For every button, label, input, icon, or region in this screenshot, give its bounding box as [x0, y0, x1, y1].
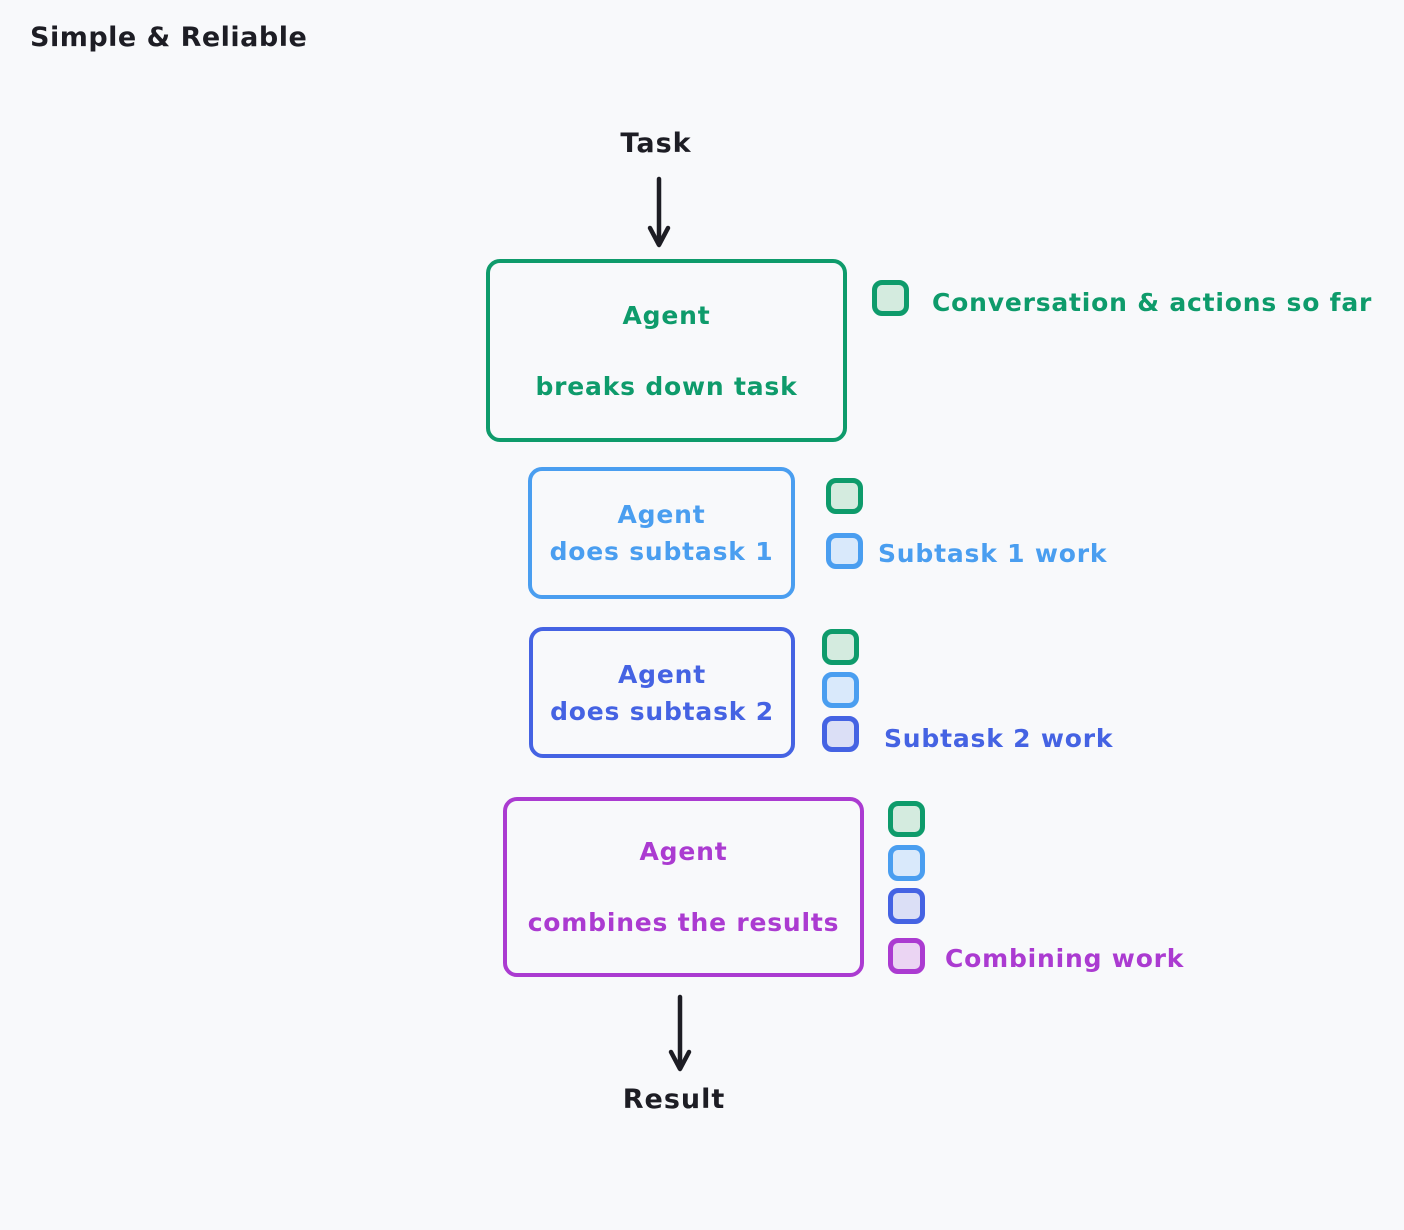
arrow-down-icon — [668, 994, 692, 1072]
green-context-square-icon — [826, 478, 863, 514]
green-context-square-icon — [872, 280, 909, 316]
result-label: Result — [622, 1084, 726, 1115]
legend-conversation-label: Conversation & actions so far — [932, 288, 1373, 317]
green-context-square-icon — [888, 801, 925, 837]
indigo-context-square-icon — [822, 716, 859, 752]
node-agent-does-subtask-2: Agent does subtask 2 — [529, 627, 795, 758]
node-agent-combines-results: Agent combines the results — [503, 797, 864, 977]
legend-subtask2-label: Subtask 2 work — [884, 724, 1114, 753]
node-line2: breaks down task — [535, 371, 798, 401]
node-line2: combines the results — [527, 908, 840, 937]
node-line1: Agent — [618, 659, 706, 689]
node-line1: Agent — [617, 500, 706, 529]
node-agent-does-subtask-1: Agent does subtask 1 — [528, 467, 795, 599]
node-line1: Agent — [622, 300, 711, 330]
arrow-down-icon — [647, 176, 671, 248]
blue-context-square-icon — [822, 672, 859, 708]
green-context-square-icon — [822, 629, 859, 665]
blue-context-square-icon — [826, 533, 863, 569]
node-agent-breaks-down-task: Agent breaks down task — [486, 259, 847, 442]
node-line2: does subtask 2 — [550, 696, 774, 726]
legend-subtask1-label: Subtask 1 work — [878, 539, 1108, 568]
node-line1: Agent — [639, 837, 728, 866]
blue-context-square-icon — [888, 845, 925, 881]
indigo-context-square-icon — [888, 888, 925, 924]
legend-combining-label: Combining work — [945, 944, 1185, 973]
task-label: Task — [620, 128, 692, 159]
purple-context-square-icon — [888, 938, 925, 974]
diagram-title: Simple & Reliable — [30, 22, 308, 53]
node-line2: does subtask 1 — [549, 537, 774, 566]
